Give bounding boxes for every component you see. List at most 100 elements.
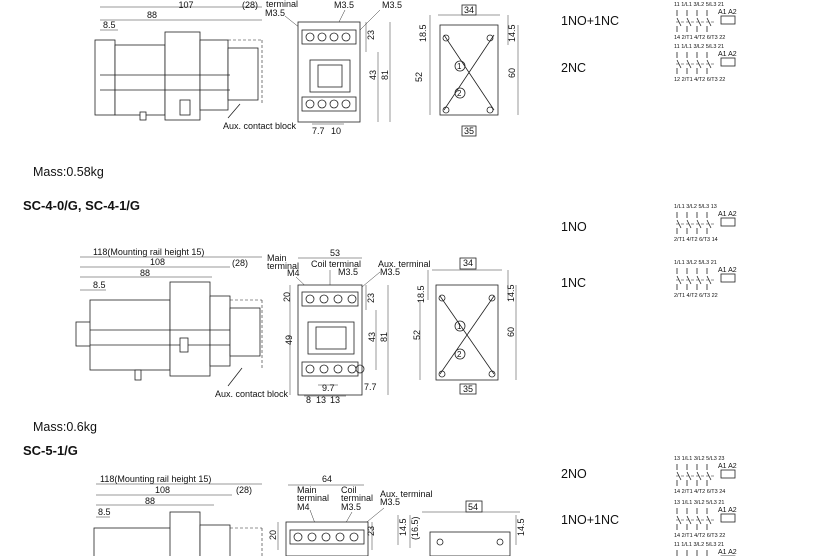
dim-53: 53 bbox=[330, 248, 340, 258]
circuit-terminals-bottom: 14 2/T1 4/T2 6/T3 22 bbox=[674, 533, 725, 539]
dim-43b: 43 bbox=[367, 332, 377, 342]
circuit-terminals-top: 13 1/L1 3/L2 5/L3 21 bbox=[674, 500, 724, 506]
dim-35b: 35 bbox=[463, 384, 473, 394]
svg-text:1: 1 bbox=[457, 62, 462, 71]
svg-text:2: 2 bbox=[457, 89, 462, 98]
coil-terminal-label: Coil terminal bbox=[311, 259, 361, 269]
dim-64: 64 bbox=[322, 474, 332, 484]
aux-contact-block-label: Aux. contact block bbox=[223, 121, 297, 131]
coil-symbol bbox=[720, 513, 736, 523]
circuit-terminals-top: 1/L1 3/L2 5/L3 21 bbox=[674, 260, 717, 266]
terminal-label-3: terminal bbox=[297, 493, 329, 503]
circuit-terminals-top: 11 1/L1 3/L2 5/L3 21 bbox=[674, 542, 724, 548]
dim-20: 20 bbox=[282, 292, 292, 302]
coil-label: A1 A2 bbox=[718, 9, 737, 16]
circuit-terminals-top: 11 1/L1 3/L2 5/L3 21 bbox=[674, 44, 724, 50]
dim-14-5: 14.5 bbox=[507, 24, 517, 42]
terminal-label: terminal bbox=[266, 0, 298, 9]
section2-front-view: 53 Main terminal M4 Coil terminal M3.5 A… bbox=[267, 248, 431, 405]
dim-8-5c: 8.5 bbox=[98, 507, 111, 517]
svg-text:2: 2 bbox=[457, 350, 462, 359]
dim-23c: 23 bbox=[366, 526, 376, 536]
main-label: Main bbox=[267, 253, 287, 263]
dim-108c: 108 bbox=[155, 485, 170, 495]
coil-label: A1 A2 bbox=[718, 211, 737, 218]
m35-label-3: M3.5 bbox=[341, 502, 361, 512]
circuit-terminals-top: 1/L1 3/L2 5/L3 13 bbox=[674, 204, 717, 210]
section1-mount-view: 34 1 2 18.5 14.5 52 60 35 bbox=[414, 4, 519, 137]
coil-symbol bbox=[720, 15, 736, 25]
circuit-terminals-bottom: 14 2/T1 4/T2 6/T3 22 bbox=[674, 35, 725, 41]
circuit-label-2nc: 2NC bbox=[561, 61, 587, 75]
circuit-label-1nc: 1NC bbox=[561, 276, 587, 290]
svg-text:1: 1 bbox=[457, 322, 462, 331]
dim-8-5: 8.5 bbox=[103, 20, 116, 30]
dim-108: 108 bbox=[150, 257, 165, 267]
circuit-label-1no1nc-a: 1NO+1NC bbox=[561, 14, 620, 28]
coil-label: A1 A2 bbox=[718, 267, 737, 274]
main-label-3: Main bbox=[297, 485, 317, 495]
circuit-terminals-bottom: 14 2/T1 4/T2 6/T3 24 bbox=[674, 489, 725, 495]
dim-49: 49 bbox=[284, 335, 294, 345]
dim-118: 118(Mounting rail height 15) bbox=[93, 247, 204, 257]
section3-mount-view: 54 14.5 (16.5) 14.5 bbox=[397, 500, 526, 556]
aux-terminal-label-3: Aux. terminal bbox=[380, 489, 433, 499]
terminal-label-2: terminal bbox=[267, 261, 299, 271]
m4-label: M4 bbox=[287, 268, 300, 278]
dim-16-5: (16.5) bbox=[410, 516, 420, 540]
dim-14-5c: 14.5 bbox=[398, 518, 408, 536]
circuit-terminals-bottom: 2/T1 4/T2 6/T3 14 bbox=[674, 237, 718, 243]
dim-43: 43 bbox=[368, 70, 378, 80]
section3-side-view: 118(Mounting rail height 15) 108 88 8.5 … bbox=[93, 474, 263, 556]
dim-88c: 88 bbox=[145, 496, 155, 506]
dim-54: 54 bbox=[468, 502, 478, 512]
dim-13b: 13 bbox=[330, 395, 340, 405]
coil-label: A1 A2 bbox=[718, 507, 737, 514]
coil-label: A1 A2 bbox=[718, 549, 737, 556]
coil-symbol bbox=[720, 57, 736, 67]
coil-label: A1 A2 bbox=[718, 51, 737, 58]
aux-m35-label-3: M3.5 bbox=[380, 497, 400, 507]
dim-8-5b: 8.5 bbox=[93, 280, 106, 290]
section-heading-sc4: SC-4-0/G, SC-4-1/G bbox=[23, 198, 141, 213]
coil-symbol bbox=[720, 469, 736, 479]
coil-symbol bbox=[720, 273, 736, 283]
m4-label-3: M4 bbox=[297, 502, 310, 512]
dim-23b: 23 bbox=[366, 293, 376, 303]
coil-label: A1 A2 bbox=[718, 463, 737, 470]
dim-18-5: 18.5 bbox=[418, 24, 428, 42]
dim-7-7: 7.7 bbox=[312, 126, 325, 136]
aux-terminal-label: Aux. terminal bbox=[378, 259, 431, 269]
circuit-terminals-top: 11 1/L1 3/L2 5/L3 21 bbox=[674, 2, 724, 8]
circuit-label-1no: 1NO bbox=[561, 220, 587, 234]
dim-9-7: 9.7 bbox=[322, 383, 335, 393]
dim-8: 8 bbox=[306, 395, 311, 405]
section2-side-view: 118(Mounting rail height 15) 108 88 8.5 … bbox=[75, 247, 289, 399]
dim-28c: (28) bbox=[236, 485, 252, 495]
dim-118c: 118(Mounting rail height 15) bbox=[100, 474, 211, 484]
dim-35: 35 bbox=[464, 126, 474, 136]
coil-label-3: Coil bbox=[341, 485, 357, 495]
circuit-terminals-bottom: 12 2/T1 4/T2 6/T3 22 bbox=[674, 77, 725, 83]
dim-28b: (28) bbox=[232, 258, 248, 268]
dim-88: 88 bbox=[147, 10, 157, 20]
dim-88b: 88 bbox=[140, 268, 150, 278]
terminal-label-3b: terminal bbox=[341, 493, 373, 503]
section1-front-view: terminal M3.5 M3.5 M3.5 23 43 81 7.7 10 bbox=[265, 0, 402, 136]
circuit-label-2no: 2NO bbox=[561, 467, 587, 481]
mass-label-1: Mass:0.58kg bbox=[33, 165, 104, 179]
dim-10: 10 bbox=[331, 126, 341, 136]
aux-contact-block-label-2: Aux. contact block bbox=[215, 389, 289, 399]
dim-81: 81 bbox=[380, 70, 390, 80]
section2-mount-view: 34 1 2 18.5 14.5 52 60 35 bbox=[412, 257, 517, 395]
m35-label-3: M3.5 bbox=[382, 0, 402, 10]
